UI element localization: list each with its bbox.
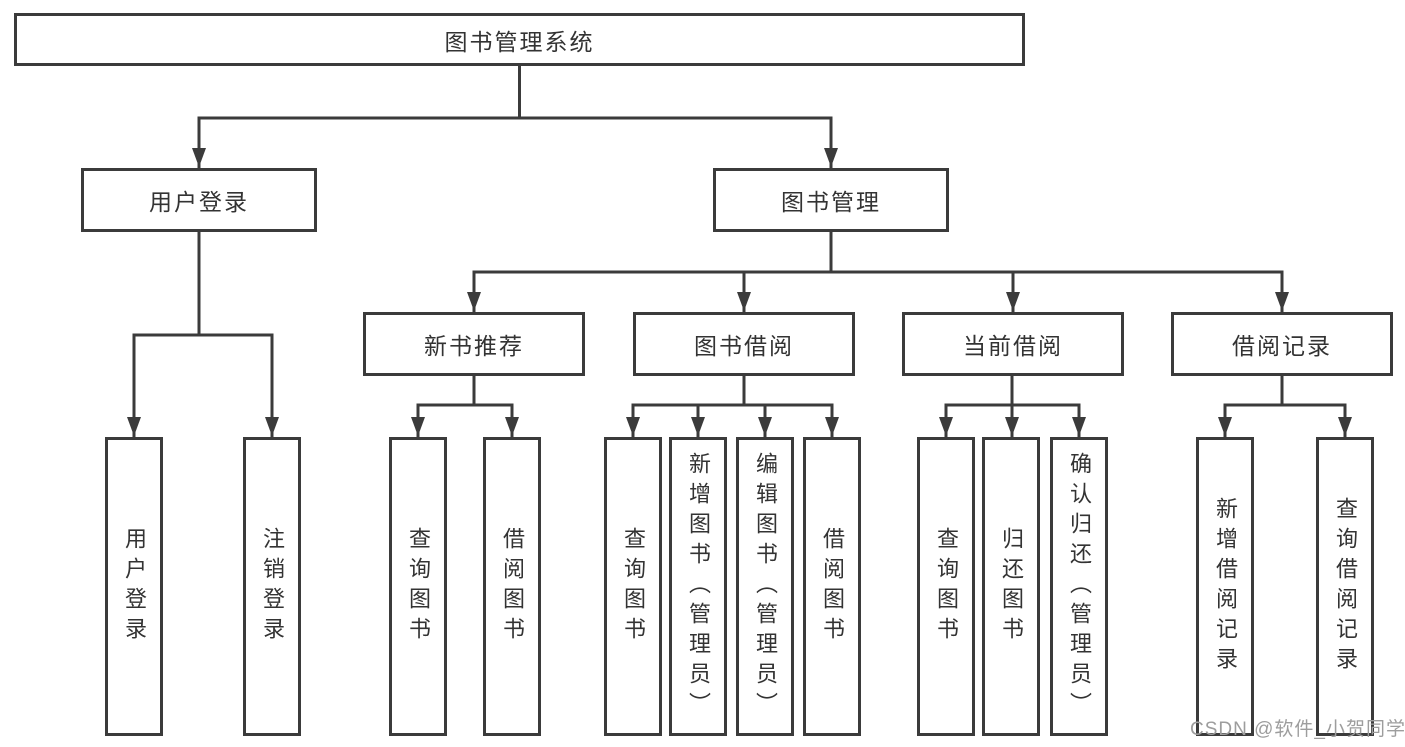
leaf-query-book-3: 查询图书 xyxy=(917,437,975,736)
leaf-query-borrow-record-label: 查询借阅记录 xyxy=(1333,496,1358,677)
leaf-logout-label: 注销登录 xyxy=(260,526,285,647)
arrowhead-leaf-query-borrow-record xyxy=(1338,417,1352,436)
leaf-return-book: 归还图书 xyxy=(982,437,1040,736)
arrowhead-leaf-query-book-2 xyxy=(626,417,640,436)
node-current-borrow-label: 当前借阅 xyxy=(963,333,1063,359)
leaf-add-borrow-record: 新增借阅记录 xyxy=(1196,437,1254,736)
leaf-query-book-1-label: 查询图书 xyxy=(406,526,431,647)
leaf-borrow-book-1-label: 借阅图书 xyxy=(500,526,525,647)
node-user-login: 用户登录 xyxy=(81,168,317,232)
leaf-confirm-return-admin-label: 确认归还（管理员） xyxy=(1067,451,1092,722)
leaf-edit-book-admin: 编辑图书（管理员） xyxy=(736,437,794,736)
node-root-label: 图书管理系统 xyxy=(444,28,595,55)
leaf-borrow-book-1: 借阅图书 xyxy=(483,437,541,736)
node-book-borrow: 图书借阅 xyxy=(633,312,855,376)
arrowhead-book-management xyxy=(824,148,838,167)
leaf-query-book-2: 查询图书 xyxy=(604,437,662,736)
arrowhead-leaf-return-book xyxy=(1005,417,1019,436)
wire-book-borrow-bar xyxy=(631,403,834,437)
arrowhead-leaf-user-login xyxy=(127,417,141,436)
wire-borrow-record-bar xyxy=(1223,403,1347,437)
leaf-user-login-label: 用户登录 xyxy=(122,526,147,647)
arrowhead-leaf-query-book-3 xyxy=(939,417,953,436)
leaf-return-book-label: 归还图书 xyxy=(999,526,1024,647)
arrowhead-current-borrow xyxy=(1006,292,1020,311)
leaf-add-book-admin-label: 新增图书（管理员） xyxy=(686,451,711,722)
node-root: 图书管理系统 xyxy=(14,13,1025,66)
csdn-watermark: CSDN @软件_小贺同学 xyxy=(1190,719,1405,740)
arrowhead-leaf-confirm-return xyxy=(1072,417,1086,436)
wire-current-borrow-bar xyxy=(944,403,1081,437)
wire-level3-bar xyxy=(472,270,1284,312)
leaf-borrow-book-2-label: 借阅图书 xyxy=(820,526,845,647)
node-book-management-label: 图书管理 xyxy=(781,189,881,215)
arrowhead-leaf-query-book-1 xyxy=(411,417,425,436)
arrowhead-leaf-add-borrow-record xyxy=(1218,417,1232,436)
wire-user-login-bar xyxy=(132,333,274,437)
arrowhead-new-book-recommend xyxy=(467,292,481,311)
leaf-add-borrow-record-label: 新增借阅记录 xyxy=(1213,496,1238,677)
node-user-login-label: 用户登录 xyxy=(149,189,249,215)
node-current-borrow: 当前借阅 xyxy=(902,312,1124,376)
node-new-book-recommend: 新书推荐 xyxy=(363,312,585,376)
arrowhead-leaf-logout xyxy=(265,417,279,436)
arrowhead-leaf-add-book-admin xyxy=(691,417,705,436)
leaf-logout: 注销登录 xyxy=(243,437,301,736)
arrowhead-borrow-record xyxy=(1275,292,1289,311)
arrowhead-book-borrow xyxy=(737,292,751,311)
wire-new-book-recommend-bar xyxy=(416,403,514,437)
node-book-management: 图书管理 xyxy=(713,168,949,232)
leaf-edit-book-admin-label: 编辑图书（管理员） xyxy=(753,451,778,722)
node-borrow-record-label: 借阅记录 xyxy=(1232,333,1332,359)
arrowhead-leaf-borrow-book-1 xyxy=(505,417,519,436)
node-book-borrow-label: 图书借阅 xyxy=(694,333,794,359)
leaf-borrow-book-2: 借阅图书 xyxy=(803,437,861,736)
node-new-book-recommend-label: 新书推荐 xyxy=(424,333,524,359)
arrowhead-leaf-borrow-book-2 xyxy=(825,417,839,436)
leaf-confirm-return-admin: 确认归还（管理员） xyxy=(1050,437,1108,736)
arrowhead-leaf-edit-book-admin xyxy=(758,417,772,436)
leaf-query-borrow-record: 查询借阅记录 xyxy=(1316,437,1374,736)
node-borrow-record: 借阅记录 xyxy=(1171,312,1393,376)
wire-level2-bar xyxy=(197,116,833,168)
leaf-query-book-3-label: 查询图书 xyxy=(934,526,959,647)
leaf-add-book-admin: 新增图书（管理员） xyxy=(669,437,727,736)
arrowhead-user-login xyxy=(192,148,206,167)
leaf-query-book-1: 查询图书 xyxy=(389,437,447,736)
leaf-user-login: 用户登录 xyxy=(105,437,163,736)
leaf-query-book-2-label: 查询图书 xyxy=(621,526,646,647)
